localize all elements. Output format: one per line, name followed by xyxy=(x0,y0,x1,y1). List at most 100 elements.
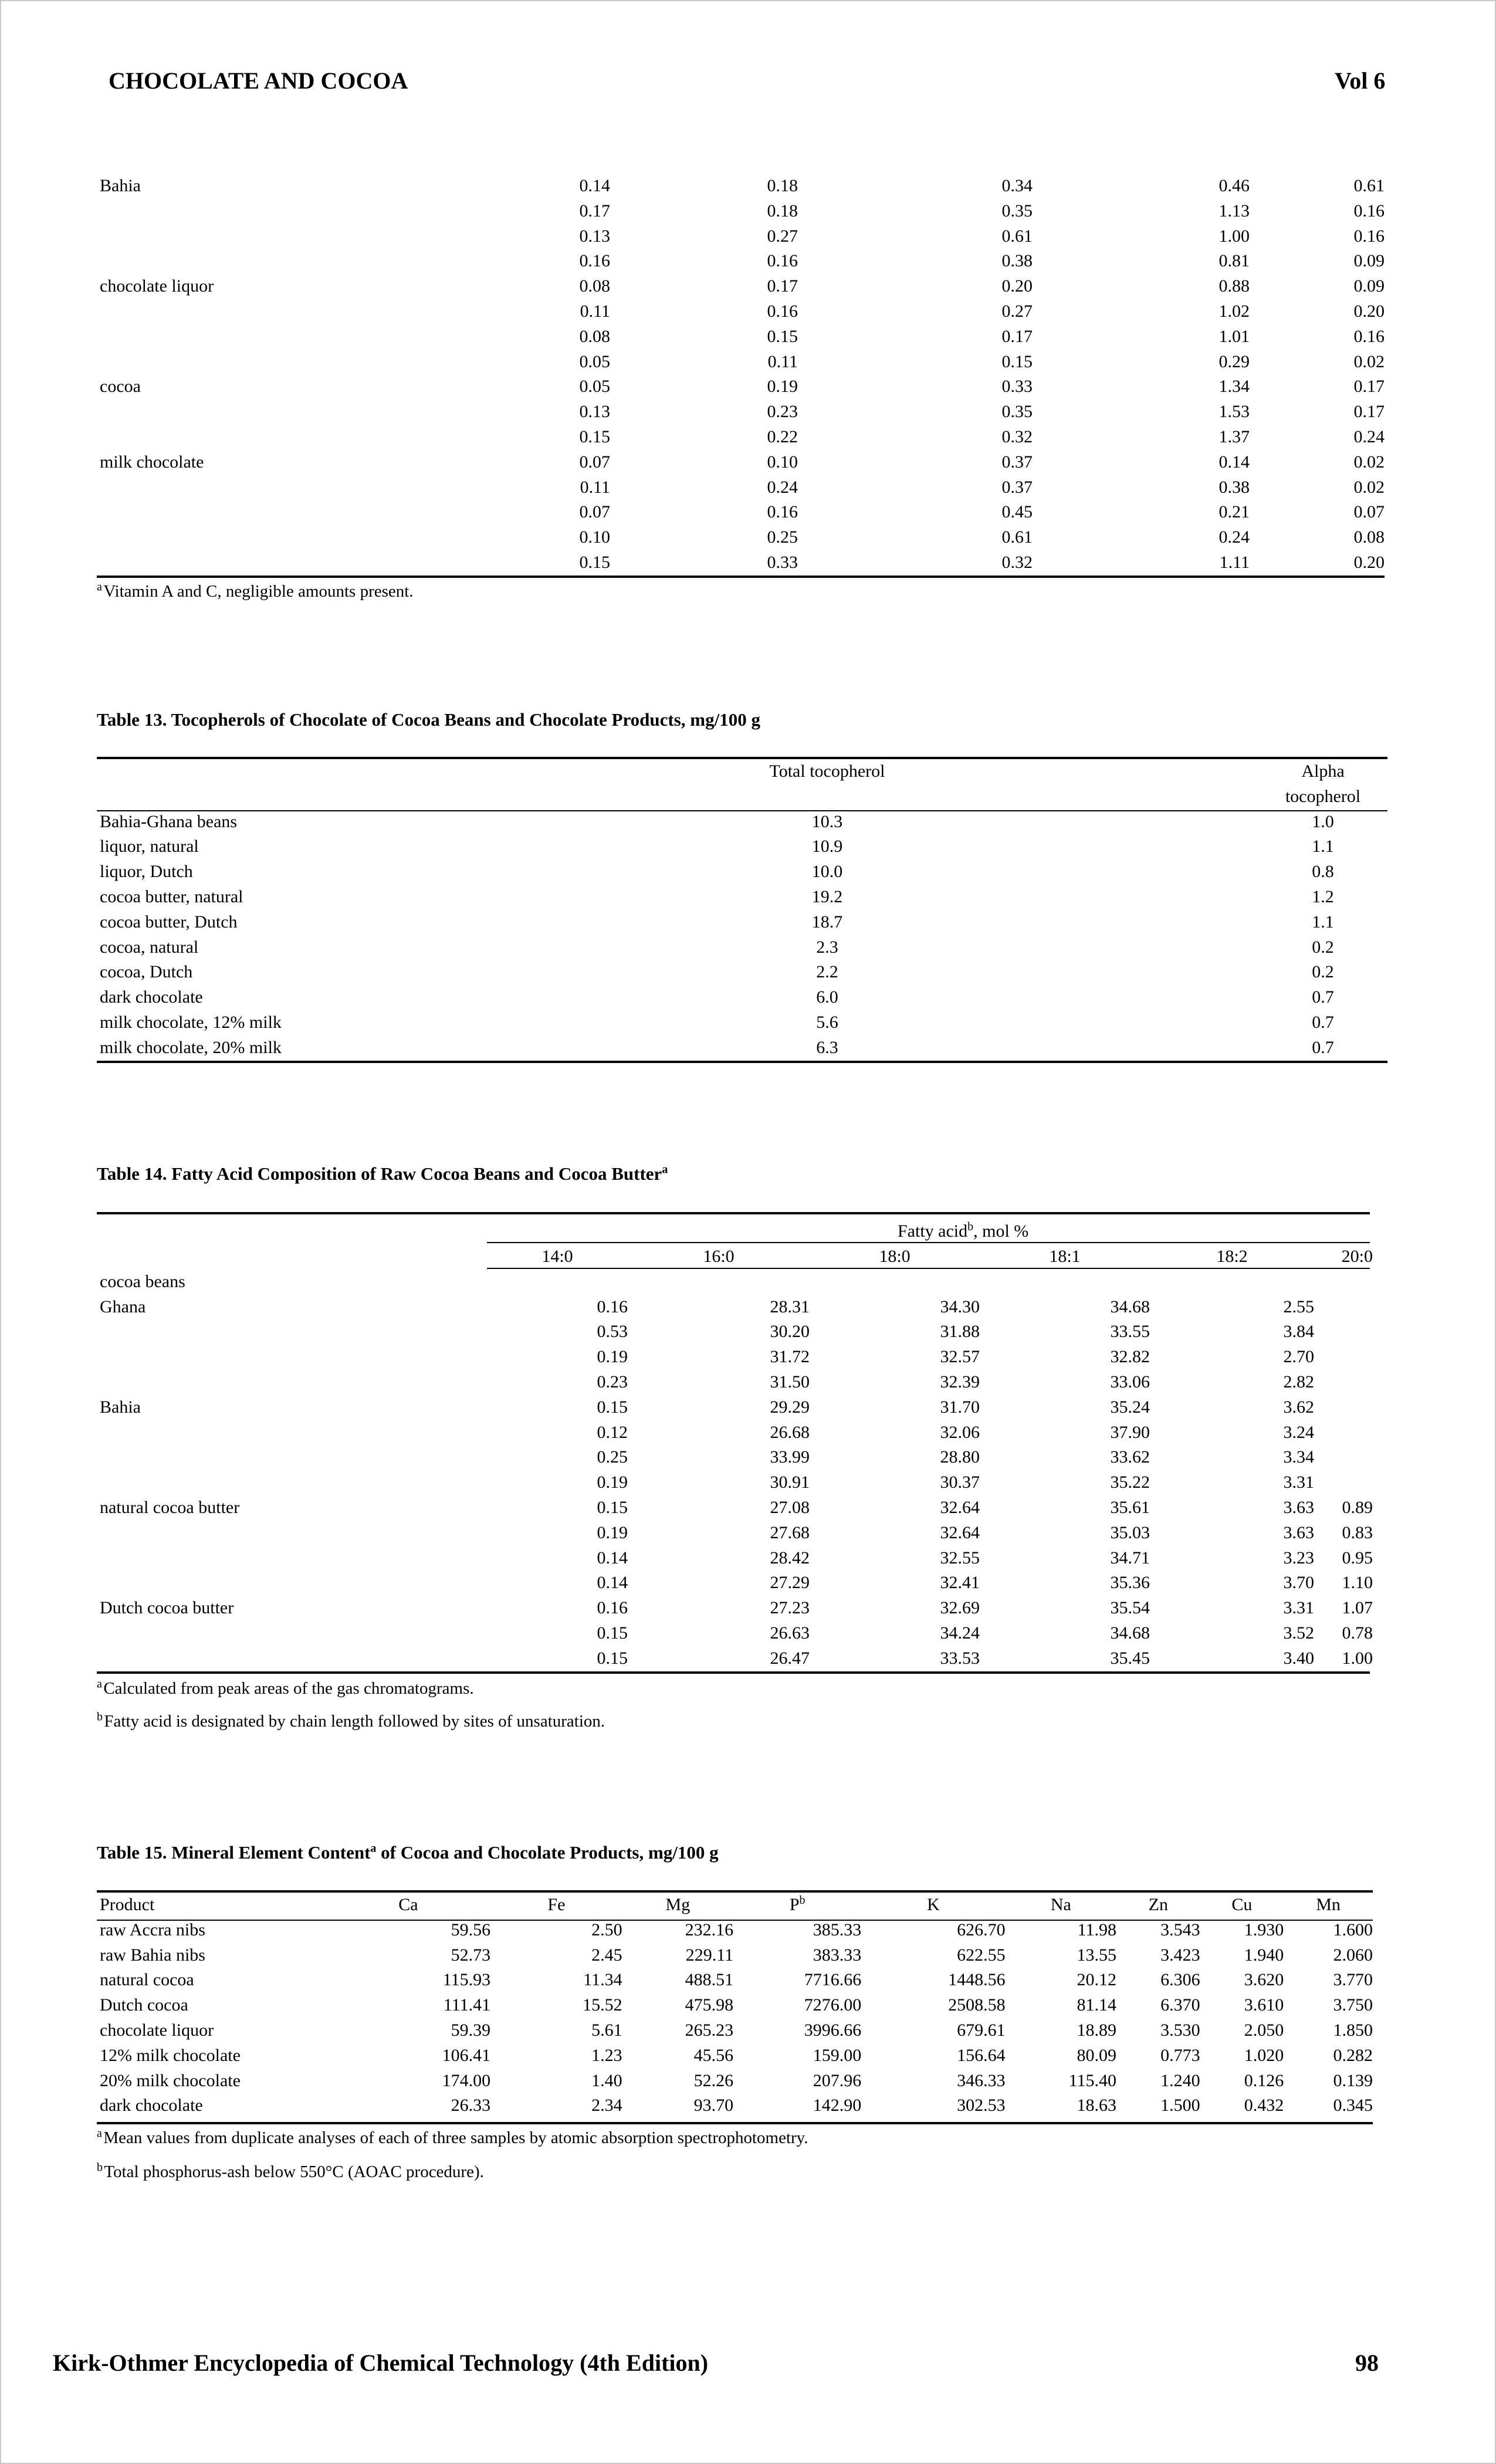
table-cell: 0.61 xyxy=(1353,176,1385,195)
table-cell: 3.52 xyxy=(1283,1623,1315,1643)
alpha-tocopherol-cell: 0.7 xyxy=(1312,1012,1334,1032)
table-cell: 265.23 xyxy=(685,2020,734,2040)
table-cell: 0.08 xyxy=(579,276,611,296)
col-header: Mn xyxy=(1316,1895,1341,1915)
table-cell: 0.08 xyxy=(1353,527,1385,547)
row-label: Bahia xyxy=(100,176,141,195)
table-cell: 0.432 xyxy=(1244,2096,1284,2116)
table-cell: 31.50 xyxy=(770,1372,810,1392)
table-cell: 0.282 xyxy=(1333,2045,1373,2065)
table-cell: 33.55 xyxy=(1110,1322,1150,1342)
table-cell: 33.62 xyxy=(1110,1447,1150,1467)
row-label: natural cocoa xyxy=(100,1970,194,1990)
total-tocopherol-cell: 5.6 xyxy=(816,1012,838,1032)
table-cell xyxy=(1314,1470,1373,1495)
table-cell: 115.40 xyxy=(1068,2070,1117,2090)
row-label xyxy=(100,1521,487,1546)
table-cell: 0.15 xyxy=(597,1397,628,1417)
row-label xyxy=(100,1319,487,1345)
table-cell: 27.68 xyxy=(770,1522,810,1542)
table-cell: 3.63 xyxy=(1283,1497,1315,1517)
table-cell: 232.16 xyxy=(685,1920,734,1940)
row-label: cocoa, Dutch xyxy=(100,962,193,982)
total-tocopherol-cell: 10.3 xyxy=(811,811,843,831)
table-cell: 0.14 xyxy=(1219,452,1250,472)
alpha-tocopherol-cell: 1.1 xyxy=(1312,912,1334,932)
alpha-tocopherol-cell: 0.8 xyxy=(1312,862,1334,882)
table-cell: 0.15 xyxy=(597,1648,628,1668)
table-12-bottom-rule xyxy=(97,576,1385,578)
col-header: Cu xyxy=(1231,1895,1253,1915)
table-cell: 0.07 xyxy=(1353,502,1385,522)
table-cell: 2.82 xyxy=(1283,1372,1315,1392)
table-cell: 28.42 xyxy=(770,1548,810,1568)
col-header: 20:0 xyxy=(1341,1247,1373,1267)
col-header: 18:0 xyxy=(879,1247,911,1267)
table-cell: 32.39 xyxy=(940,1372,980,1392)
table-13: Total tocopherol Alpha tocopherol Bahia-… xyxy=(100,759,1379,1061)
table-cell: 3.530 xyxy=(1160,2020,1200,2040)
table-cell: 0.15 xyxy=(597,1623,628,1643)
table-cell: 30.91 xyxy=(770,1473,810,1492)
row-label xyxy=(100,1420,487,1446)
table-cell: 0.45 xyxy=(1001,502,1033,522)
table-cell: 52.26 xyxy=(693,2070,734,2090)
table-cell: 0.20 xyxy=(1001,276,1033,296)
table-cell: 7276.00 xyxy=(804,1995,862,2015)
table-cell: 2.060 xyxy=(1333,1945,1373,1965)
spacer-cell xyxy=(927,859,1267,885)
col-header-total-tocopherol: Total tocopherol xyxy=(769,761,885,781)
col-header: 18:2 xyxy=(1216,1247,1248,1267)
table-cell: 35.22 xyxy=(1110,1473,1150,1492)
table-cell: 32.41 xyxy=(940,1573,980,1593)
table-cell: 0.14 xyxy=(579,176,611,195)
table-cell: 0.32 xyxy=(1001,552,1033,572)
table-cell: 488.51 xyxy=(685,1970,734,1990)
table-cell: 27.29 xyxy=(770,1573,810,1593)
spacer-cell xyxy=(927,910,1267,935)
table-cell: 1.37 xyxy=(1219,427,1250,446)
table-cell: 18.89 xyxy=(1077,2020,1117,2040)
table-cell: 26.47 xyxy=(770,1648,810,1668)
footer-page-number: 98 xyxy=(1355,2350,1379,2376)
table-cell: 0.10 xyxy=(579,527,611,547)
table-cell: 35.61 xyxy=(1110,1497,1150,1517)
p-footnote-mark: b xyxy=(799,1894,805,1907)
table-cell: 0.17 xyxy=(579,201,611,221)
table-cell: 0.33 xyxy=(767,552,798,572)
table-cell: 0.15 xyxy=(1001,351,1033,371)
table-cell: 1.600 xyxy=(1333,1920,1373,1940)
table-cell xyxy=(1314,1345,1373,1370)
table-cell: 6.306 xyxy=(1160,1970,1200,1990)
table-cell: 0.02 xyxy=(1353,452,1385,472)
spacer-cell xyxy=(927,985,1267,1010)
row-label xyxy=(100,500,463,525)
table-cell: 3.31 xyxy=(1283,1598,1315,1618)
table-cell: 0.126 xyxy=(1244,2070,1284,2090)
table-cell: 11.34 xyxy=(583,1970,622,1990)
row-label: Ghana xyxy=(100,1297,146,1316)
table-cell: 0.11 xyxy=(580,301,610,321)
table-cell: 80.09 xyxy=(1077,2045,1117,2065)
col-header: Fe xyxy=(547,1895,566,1915)
table-cell: 0.35 xyxy=(1001,402,1033,422)
table-cell: 11.98 xyxy=(1077,1920,1117,1940)
col-header: 16:0 xyxy=(703,1247,735,1267)
table-cell: 3.423 xyxy=(1160,1945,1200,1965)
table-cell: 0.345 xyxy=(1333,2096,1373,2116)
col-header: 14:0 xyxy=(541,1247,573,1267)
table-cell: 0.12 xyxy=(597,1422,628,1442)
table-cell: 20.12 xyxy=(1077,1970,1117,1990)
table-cell: 1.500 xyxy=(1160,2096,1200,2116)
table-cell: 0.07 xyxy=(579,502,611,522)
